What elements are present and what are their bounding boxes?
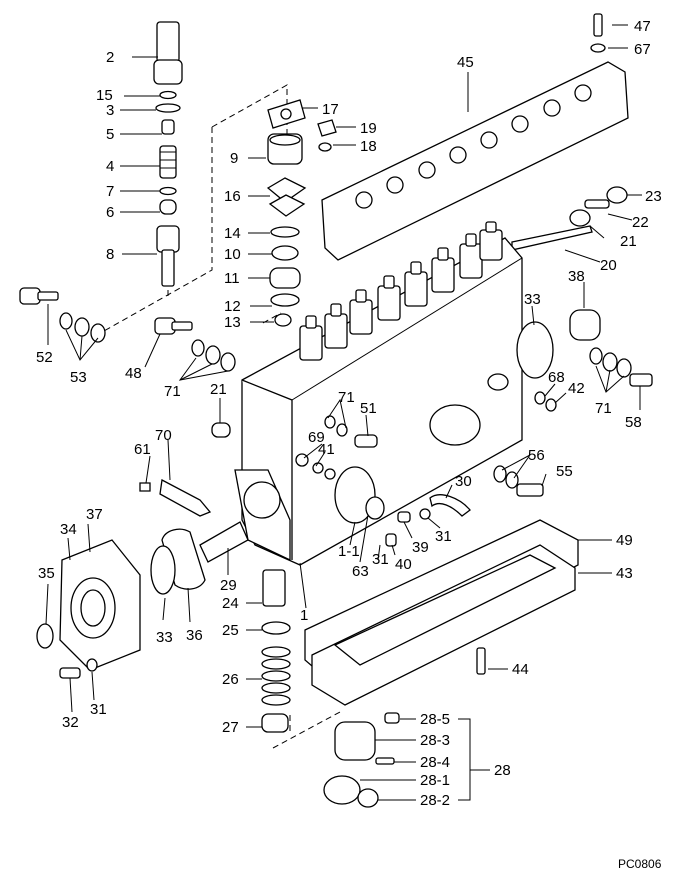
- callout-63: 63: [352, 563, 369, 580]
- callout-28-3: 28-3: [420, 732, 450, 749]
- callout-13: 13: [224, 314, 241, 331]
- callout-45: 45: [457, 54, 474, 71]
- callout-44: 44: [512, 661, 529, 678]
- callout-27: 27: [222, 719, 239, 736]
- callout-22: 22: [632, 214, 649, 231]
- callout-29: 29: [220, 577, 237, 594]
- callout-15: 15: [96, 87, 113, 104]
- callout-30: 30: [455, 473, 472, 490]
- callout-33: 33: [156, 629, 173, 646]
- callout-6: 6: [106, 204, 114, 221]
- callout-28: 28: [494, 762, 511, 779]
- callout-9: 9: [230, 150, 238, 167]
- callout-40: 40: [395, 556, 412, 573]
- callout-69: 69: [308, 429, 325, 446]
- callout-12: 12: [224, 298, 241, 315]
- callout-58: 58: [625, 414, 642, 431]
- roller-tappet-parts: [323, 712, 400, 808]
- callout-70: 70: [155, 427, 172, 444]
- camshaft-parts: [36, 521, 249, 679]
- callout-37: 37: [86, 506, 103, 523]
- callout-39: 39: [412, 539, 429, 556]
- callout-25: 25: [222, 622, 239, 639]
- callout-14: 14: [224, 225, 241, 242]
- callout-34: 34: [60, 521, 77, 538]
- callout-42: 42: [568, 380, 585, 397]
- callout-71: 71: [595, 400, 612, 417]
- callout-71: 71: [338, 389, 355, 406]
- callout-31: 31: [372, 551, 389, 568]
- callout-28-4: 28-4: [420, 754, 450, 771]
- callout-28-5: 28-5: [420, 711, 450, 728]
- callout-52: 52: [36, 349, 53, 366]
- callout-24: 24: [222, 595, 239, 612]
- bolts-and-washers: [19, 287, 653, 547]
- callout-28-1: 28-1: [420, 772, 450, 789]
- callout-67: 67: [634, 41, 651, 58]
- callout-labels: 2 15 3 5 4 7 6 8 47 67 45 17 19 18 9 16 …: [36, 18, 662, 871]
- callout-71: 71: [164, 383, 181, 400]
- leader-lines: [45, 24, 642, 801]
- pump-elements: [299, 221, 503, 361]
- callout-7: 7: [106, 183, 114, 200]
- callout-21: 21: [620, 233, 637, 250]
- callout-16: 16: [224, 188, 241, 205]
- callout-48: 48: [125, 365, 142, 382]
- callout-5: 5: [106, 126, 114, 143]
- callout-18: 18: [360, 138, 377, 155]
- callout-11: 11: [224, 270, 240, 287]
- callout-41: 41: [318, 441, 335, 458]
- callout-17: 17: [322, 101, 339, 118]
- callout-2: 2: [106, 49, 114, 66]
- callout-53: 53: [70, 369, 87, 386]
- callout-10: 10: [224, 246, 241, 263]
- callout-55: 55: [556, 463, 573, 480]
- callout-31: 31: [435, 528, 452, 545]
- callout-32: 32: [62, 714, 79, 731]
- callout-19: 19: [360, 120, 377, 137]
- callout-38: 38: [568, 268, 585, 285]
- callout-28-2: 28-2: [420, 792, 450, 809]
- callout-21: 21: [210, 381, 227, 398]
- right-small-parts: [511, 186, 628, 341]
- callout-26: 26: [222, 671, 239, 688]
- callout-68: 68: [548, 369, 565, 386]
- callout-47: 47: [634, 18, 651, 35]
- callout-35: 35: [38, 565, 55, 582]
- callout-8: 8: [106, 246, 114, 263]
- callout-56: 56: [528, 447, 545, 464]
- callout-43: 43: [616, 565, 633, 582]
- diagram-code: PC0806: [618, 857, 662, 871]
- callout-1: 1: [300, 607, 308, 624]
- gaskets: [304, 519, 579, 706]
- tappet-parts: [261, 569, 291, 733]
- callout-3: 3: [106, 102, 114, 119]
- callout-23: 23: [645, 188, 662, 205]
- callout-51: 51: [360, 400, 377, 417]
- callout-33: 33: [524, 291, 541, 308]
- callout-49: 49: [616, 532, 633, 549]
- callout-20: 20: [600, 257, 617, 274]
- callout-4: 4: [106, 158, 114, 175]
- pump-body: [211, 237, 523, 566]
- callout-31: 31: [90, 701, 107, 718]
- cover-plate: [321, 13, 629, 261]
- delivery-valve-parts: [266, 99, 337, 327]
- injector-column-parts: [153, 21, 183, 300]
- callout-36: 36: [186, 627, 203, 644]
- callout-61: 61: [134, 441, 151, 458]
- dashed-assembly-lines: [103, 84, 341, 749]
- callout-1-1: 1-1: [338, 543, 360, 560]
